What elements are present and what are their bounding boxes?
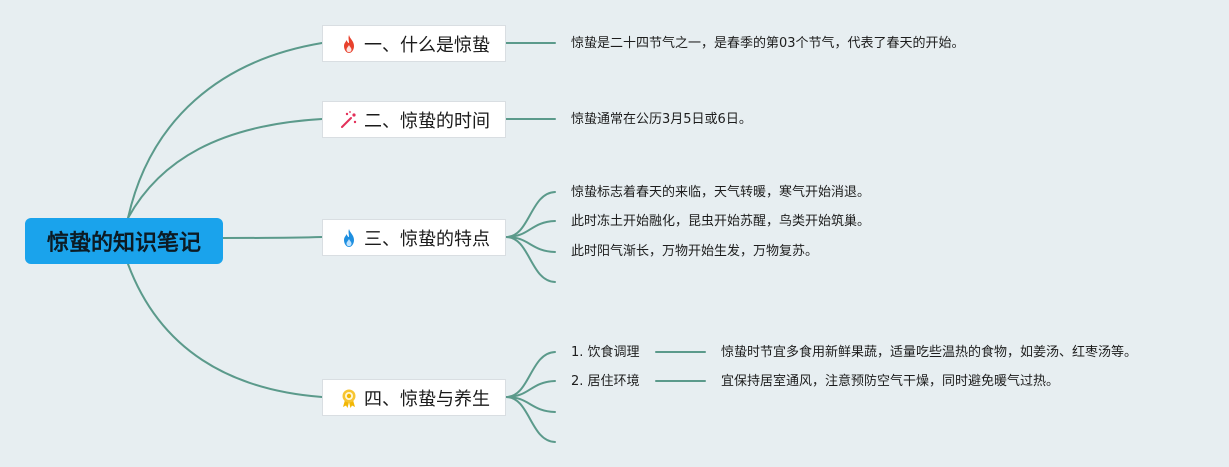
branch-label: 一、什么是惊蛰 (364, 34, 490, 56)
medal-icon (338, 387, 360, 409)
branch-topic-time[interactable]: 二、惊蛰的时间 (322, 101, 506, 138)
detail-living[interactable]: 宜保持居室通风，注意预防空气干燥，同时避免暖气过热。 (721, 374, 1060, 389)
leaf-text[interactable]: 惊蛰通常在公历3月5日或6日。 (571, 112, 752, 127)
branch-topic-health[interactable]: 四、惊蛰与养生 (322, 379, 506, 416)
connector-root-branch-2 (127, 118, 323, 219)
subtopic-living[interactable]: 2. 居住环境 (571, 374, 640, 389)
root-topic[interactable]: 惊蛰的知识笔记 (25, 218, 223, 264)
branch-topic-features[interactable]: 三、惊蛰的特点 (322, 219, 506, 256)
leaf-text[interactable]: 惊蛰标志着春天的来临，天气转暖，寒气开始消退。 (571, 185, 871, 200)
fire-icon (338, 33, 360, 55)
blue-flame-icon (338, 227, 360, 249)
detail-diet[interactable]: 惊蛰时节宜多食用新鲜果蔬，适量吃些温热的食物，如姜汤、红枣汤等。 (721, 345, 1138, 360)
branch-topic-what-is[interactable]: 一、什么是惊蛰 (322, 25, 506, 62)
branch-label: 二、惊蛰的时间 (364, 110, 490, 132)
connector-root-branch-1 (127, 42, 323, 219)
subtopic-diet[interactable]: 1. 饮食调理 (571, 345, 640, 360)
connector-root-branch-4 (127, 263, 323, 398)
leaf-text[interactable]: 此时阳气渐长，万物开始生发，万物复苏。 (571, 244, 819, 259)
magic-wand-icon (338, 109, 360, 131)
branch-label: 四、惊蛰与养生 (364, 388, 490, 410)
branch-label: 三、惊蛰的特点 (364, 228, 490, 250)
connector-branch-3-leaf-4 (505, 236, 556, 283)
connector-branch-4-sub-4 (505, 396, 556, 443)
leaf-text[interactable]: 惊蛰是二十四节气之一，是春季的第03个节气，代表了春天的开始。 (571, 36, 965, 51)
connector-root-branch-3 (222, 236, 323, 239)
leaf-text[interactable]: 此时冻土开始融化，昆虫开始苏醒，鸟类开始筑巢。 (571, 214, 871, 229)
